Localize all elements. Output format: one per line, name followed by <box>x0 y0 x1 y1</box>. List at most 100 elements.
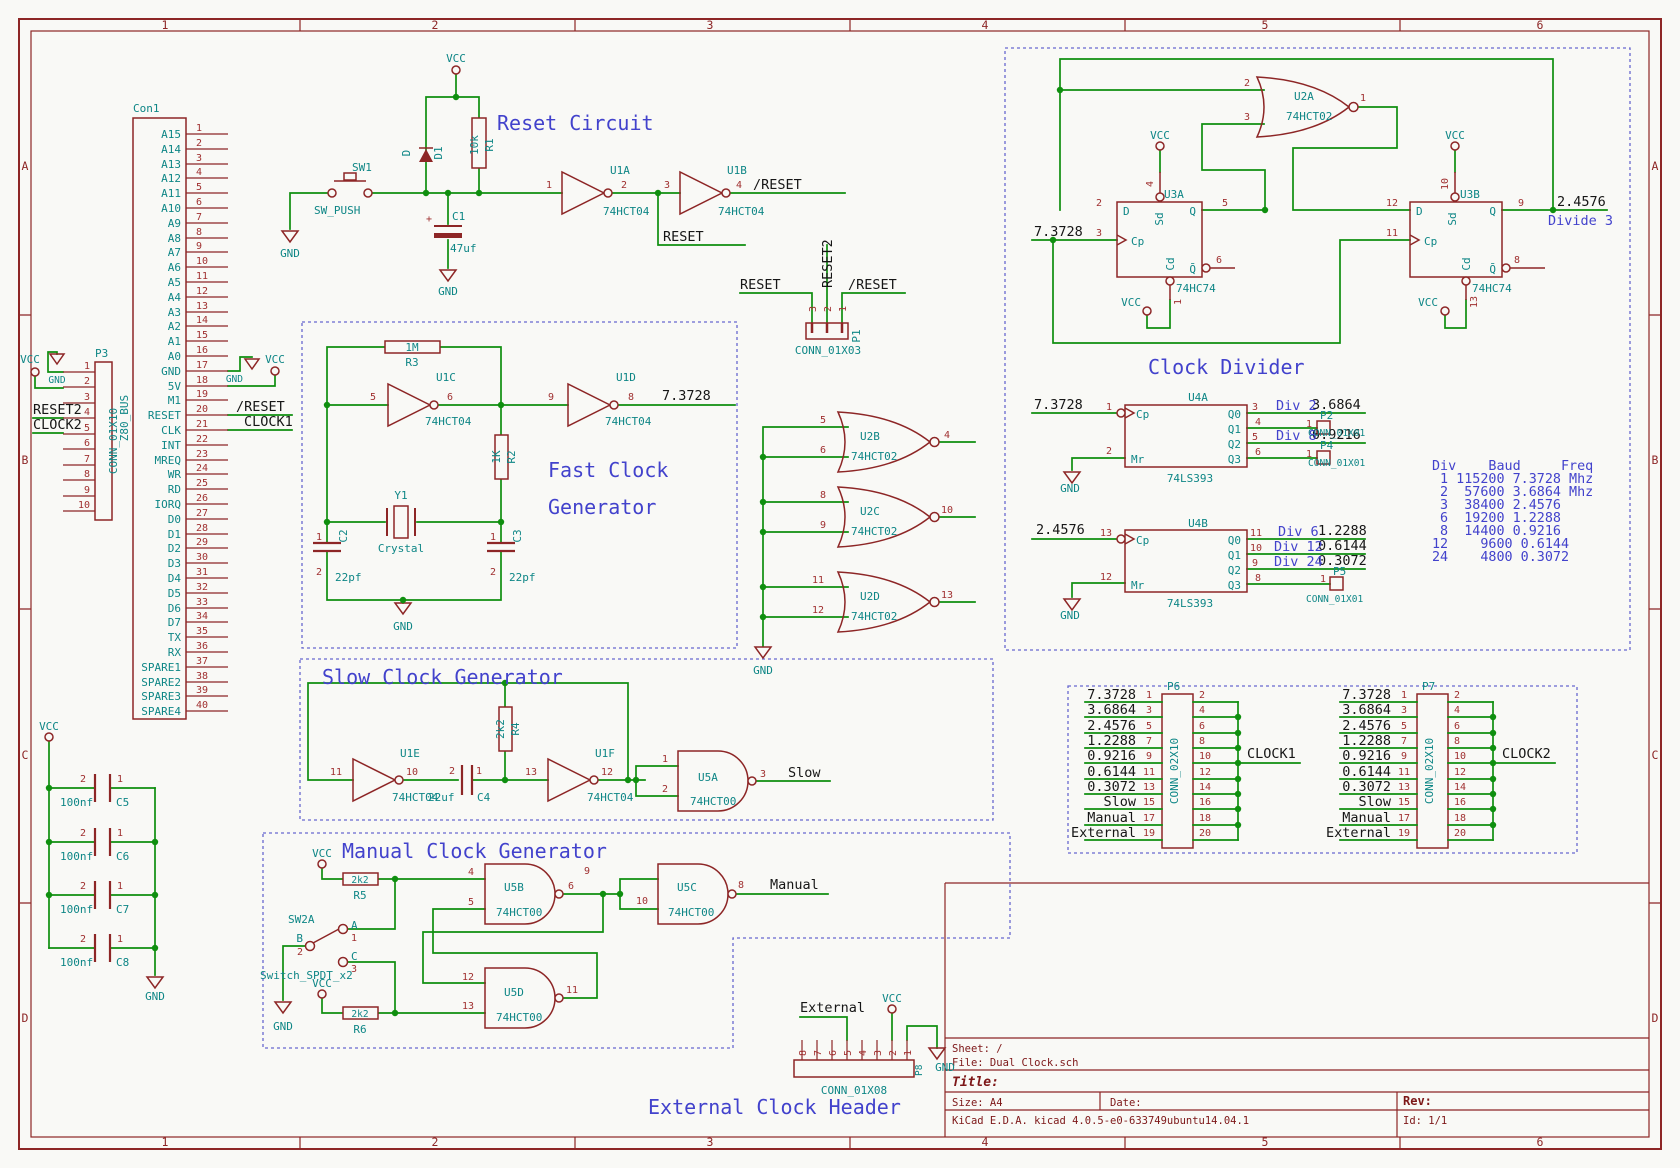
switch-sw1[interactable] <box>327 172 373 198</box>
c1-value: 47uf <box>450 242 477 255</box>
inverter-u1b[interactable] <box>679 170 731 216</box>
header-p5[interactable] <box>1329 576 1344 591</box>
p6-value: CONN_02X10 <box>1168 738 1181 804</box>
nor-u2a[interactable] <box>1255 76 1359 138</box>
capacitor-c3[interactable] <box>487 541 515 553</box>
nand-u5d[interactable] <box>484 967 564 1029</box>
resistor-r2[interactable] <box>494 434 509 480</box>
p7-net-CLOCK2: CLOCK2 <box>1502 746 1551 762</box>
div-table-row-7: 24 4800 0.3072 <box>1432 550 1569 565</box>
u4a-pin1: 1 <box>1106 402 1112 413</box>
u3b-pin10: 10 <box>1440 178 1451 190</box>
titleblock-title: Title: <box>952 1075 999 1090</box>
r6-value: 2k2 <box>351 1009 368 1020</box>
nor-u2c[interactable] <box>836 486 940 548</box>
capacitor-c1[interactable] <box>434 225 462 238</box>
con1-pin-num-27: 27 <box>196 508 208 519</box>
border-row-left-B: B <box>22 453 29 467</box>
con1-pin-name-D0: D0 <box>168 513 181 526</box>
counter-u4a[interactable] <box>1116 404 1248 468</box>
inverter-u1f[interactable] <box>547 757 599 803</box>
c1-ref: C1 <box>452 210 465 223</box>
capacitor-c2[interactable] <box>313 541 341 553</box>
u3a-q: Q <box>1189 205 1196 218</box>
nand-u5a[interactable] <box>677 750 757 812</box>
p3-pin-num-9: 9 <box>84 485 90 496</box>
u4b-pin13: 13 <box>1100 528 1112 539</box>
u1a-ref: U1A <box>610 164 630 177</box>
p6-pin-num-14: 14 <box>1199 782 1211 793</box>
u1b-pin4: 4 <box>736 180 742 191</box>
con1-pin-name-WR: WR <box>168 468 182 481</box>
net-reset2-p3: RESET2 <box>33 402 82 418</box>
r1-ref: R1 <box>483 138 496 151</box>
u1e-pin10: 10 <box>406 767 418 778</box>
u2d-pin11: 11 <box>812 575 824 586</box>
con1-pin-name-A7: A7 <box>168 246 181 259</box>
border-row-right-C: C <box>1652 748 1659 762</box>
con1-pin-num-25: 25 <box>196 478 208 489</box>
gnd-sw1: GND <box>280 247 300 260</box>
u4a-cp: Cp <box>1136 408 1149 421</box>
resistor-r1[interactable] <box>471 117 487 169</box>
capacitor-C6 <box>93 828 112 856</box>
sw2-b: B <box>296 932 303 945</box>
r1-value: 10k <box>468 135 481 155</box>
manual-clock-box <box>262 832 1011 1049</box>
titleblock-date: Date: <box>1110 1097 1142 1109</box>
inverter-u1e[interactable] <box>352 757 404 803</box>
nand-u5b[interactable] <box>484 863 564 925</box>
sw2-2: 2 <box>297 947 303 958</box>
con1-pin-num-23: 23 <box>196 449 208 460</box>
resistor-r3[interactable] <box>384 340 441 354</box>
con1-pin-name-M1: M1 <box>168 394 181 407</box>
con1-pin-num-38: 38 <box>196 671 208 682</box>
switch-sw2a[interactable] <box>304 923 349 968</box>
diode-d1[interactable] <box>419 147 433 162</box>
wires <box>32 58 1608 1049</box>
cap-junction <box>45 784 53 792</box>
u5a-pin3: 3 <box>760 769 766 780</box>
vcc-u3b-cd: VCC <box>1418 296 1438 309</box>
crystal-y1[interactable] <box>386 505 416 539</box>
con1-pin-name-SPARE3: SPARE3 <box>141 690 181 703</box>
header-p1[interactable] <box>805 322 849 340</box>
p6-net-1.2288: 1.2288 <box>1087 733 1136 749</box>
inverter-u1c[interactable] <box>387 382 439 428</box>
inverter-u1a[interactable] <box>561 170 613 216</box>
con1-pin-name-A0: A0 <box>168 350 181 363</box>
header-p2[interactable] <box>1316 420 1331 435</box>
nor-u2b[interactable] <box>836 411 940 473</box>
inverter-u1d[interactable] <box>567 382 619 428</box>
p2-pin1: 1 <box>1306 419 1312 430</box>
u5d-pin11: 11 <box>566 985 578 996</box>
u3a-sd: Sd <box>1153 212 1166 225</box>
connector-con1[interactable]: Con1Z80_BUS1A152A143A134A125A116A107A98A… <box>118 102 228 720</box>
con1-pin-name-INT: INT <box>161 439 181 452</box>
nor-u2d[interactable] <box>836 571 940 633</box>
con1-pin-name-SPARE1: SPARE1 <box>141 661 181 674</box>
resistor-r4[interactable] <box>498 706 513 752</box>
con1-pin-num-15: 15 <box>196 330 208 341</box>
con1-pin-num-36: 36 <box>196 641 208 652</box>
ext-body <box>793 1059 915 1078</box>
counter-u4b[interactable] <box>1116 529 1248 593</box>
c4-value: 22uf <box>428 791 455 804</box>
header-p4[interactable] <box>1316 450 1331 465</box>
nand-u5c[interactable] <box>657 863 737 925</box>
con1-pin-num-5: 5 <box>196 182 202 193</box>
gnd-caps: GND <box>145 990 165 1003</box>
flipflop-u3a[interactable] <box>1116 172 1235 300</box>
net-0m9216: 0.9216 <box>1312 427 1361 443</box>
resistor-r6[interactable] <box>342 1006 379 1020</box>
flipflop-u3b[interactable] <box>1409 172 1545 300</box>
capacitor-c4[interactable] <box>460 765 474 795</box>
resistor-r5[interactable] <box>342 872 379 886</box>
wire-p1 <box>739 244 906 324</box>
d1-ref: D1 <box>432 146 445 159</box>
